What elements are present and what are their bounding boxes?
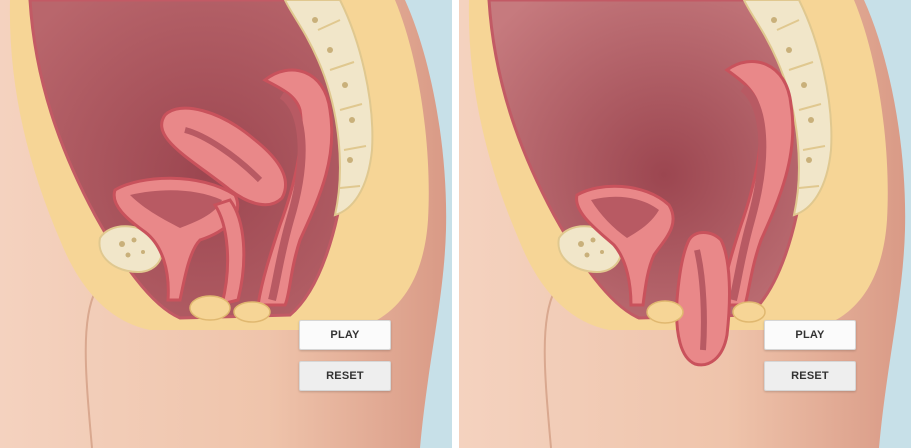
play-button-left[interactable]: PLAY	[299, 320, 391, 350]
panel-prolapsed: PLAY RESET	[459, 0, 911, 448]
play-button-right[interactable]: PLAY	[764, 320, 856, 350]
panel-normal: PLAY RESET	[0, 0, 452, 448]
reset-button-left[interactable]: RESET	[299, 361, 391, 391]
reset-button-right[interactable]: RESET	[764, 361, 856, 391]
